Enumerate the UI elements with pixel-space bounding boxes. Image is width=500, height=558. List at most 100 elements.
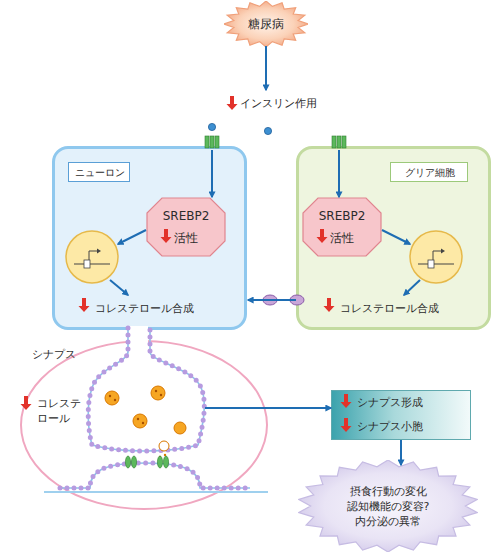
postsynaptic-receptor (125, 456, 168, 468)
receptor-bar (332, 136, 336, 148)
trigger-burst-shape (224, 1, 308, 47)
neuron-cell: コレステロール合成 ニューロン SREBP2 活性 (52, 146, 247, 330)
factor-octagon-outline (146, 197, 226, 257)
transmitter-dot (142, 422, 144, 424)
connector-arrow (265, 407, 331, 409)
membrane-line (88, 328, 204, 451)
vesicle (133, 414, 147, 428)
fusing-vesicle (159, 441, 169, 451)
connector-arrow (400, 440, 402, 465)
gene-box (84, 260, 90, 268)
leader-line (205, 407, 266, 409)
flow-arrow (338, 150, 340, 197)
membrane-beads (88, 328, 204, 451)
transmitter-dot (114, 399, 116, 401)
node-text: SREBP2 活性 (312, 205, 372, 249)
decrease-arrow (227, 96, 238, 110)
flow-arrow (118, 230, 146, 244)
node-text: 摂食行動の変化 認知機能の変容? 内分泌の異常 (338, 484, 438, 529)
transmitter-dot (160, 394, 162, 396)
decrease-arrow (317, 229, 328, 243)
flow-arrow (211, 150, 213, 197)
effect-box: シナプス形成シナプス小胞 (331, 390, 471, 440)
transcription-arrow (89, 251, 99, 260)
decrease-arrow (341, 394, 352, 408)
glia-cell: コレステロール合成 グリア細胞 SREBP2 活性 (296, 146, 491, 330)
effect-label: インスリン作用 (240, 96, 317, 111)
insulin-receptor (205, 136, 219, 148)
decrease-arrow (324, 298, 335, 312)
decrease-arrow (79, 298, 90, 312)
nucleus-circle (410, 231, 462, 283)
transmitter-dot (109, 395, 111, 397)
vesicle (174, 422, 186, 434)
receptor-bar (337, 136, 341, 148)
membrane-line (60, 463, 250, 488)
transmitter-dot (137, 418, 139, 420)
flow-arrow (404, 280, 420, 295)
receptor-bar (210, 136, 214, 148)
receptor (157, 456, 162, 468)
transmitter-dot (155, 390, 157, 392)
nucleus (410, 231, 462, 283)
cholesterol-carrier (263, 295, 277, 305)
factor-octagon-outline (302, 197, 382, 257)
transcription-head (441, 249, 445, 254)
node-text: コレステロール合成 (340, 302, 460, 316)
node-text: シナプス形成 (357, 395, 467, 411)
vesicle (105, 391, 119, 405)
factor-octagon: SREBP2 活性 (302, 197, 382, 257)
insulin-receptor (332, 136, 346, 148)
node-text: コレステロール合成 (95, 302, 215, 316)
flow-arrow (110, 280, 128, 295)
transcription-arrow (433, 251, 443, 260)
nucleus-circle (66, 231, 118, 283)
receptor (163, 456, 168, 468)
synapse-ellipse: シナプスコレステロール (20, 340, 268, 510)
presynaptic-membrane (88, 328, 204, 451)
node-text: SREBP2 活性 (156, 205, 216, 249)
node-text: グリア細胞 (391, 166, 469, 179)
factor-octagon-shape (147, 198, 225, 256)
receptor (125, 456, 130, 468)
synaptic-vesicle (105, 386, 186, 458)
axon-fill (130, 326, 148, 356)
flow-arrow (382, 230, 410, 244)
cholesterol-carrier (290, 295, 304, 305)
receptor (131, 456, 136, 468)
postsynaptic-membrane (60, 463, 250, 488)
trigger-burst: 糖尿病 (224, 1, 308, 47)
decrease-arrow (21, 396, 32, 410)
transmitter-dot (164, 454, 166, 456)
factor-octagon-shape (303, 198, 381, 256)
node-text: シナプス (32, 348, 92, 362)
factor-octagon: SREBP2 活性 (146, 197, 226, 257)
decrease-arrow (161, 229, 172, 243)
connector-layer (248, 300, 401, 465)
node-text: コレステロール (37, 396, 85, 426)
insulin-molecule (264, 127, 271, 134)
vesicle (151, 386, 165, 400)
cell-header: グリア細胞 (390, 162, 468, 182)
transmitter-dot (159, 456, 161, 458)
gene-box (428, 260, 434, 268)
connector-arrow (248, 299, 296, 301)
outcome-burst-shape (299, 460, 477, 552)
outcome-burst: 摂食行動の変化 認知機能の変容? 内分泌の異常 (298, 460, 478, 552)
cell-header: ニューロン (68, 162, 130, 182)
gene-line (74, 263, 110, 264)
receptor-bar (342, 136, 346, 148)
nucleus (66, 231, 118, 283)
flow-arrow (265, 46, 267, 90)
membrane-beads (60, 463, 250, 488)
transcription-head (97, 249, 101, 254)
decrease-arrow (341, 418, 352, 432)
receptor-bar (215, 136, 219, 148)
receptor-bar (205, 136, 209, 148)
insulin-molecule (208, 123, 215, 130)
node-text: シナプス小胞 (357, 419, 467, 435)
node-text: ニューロン (69, 166, 131, 179)
